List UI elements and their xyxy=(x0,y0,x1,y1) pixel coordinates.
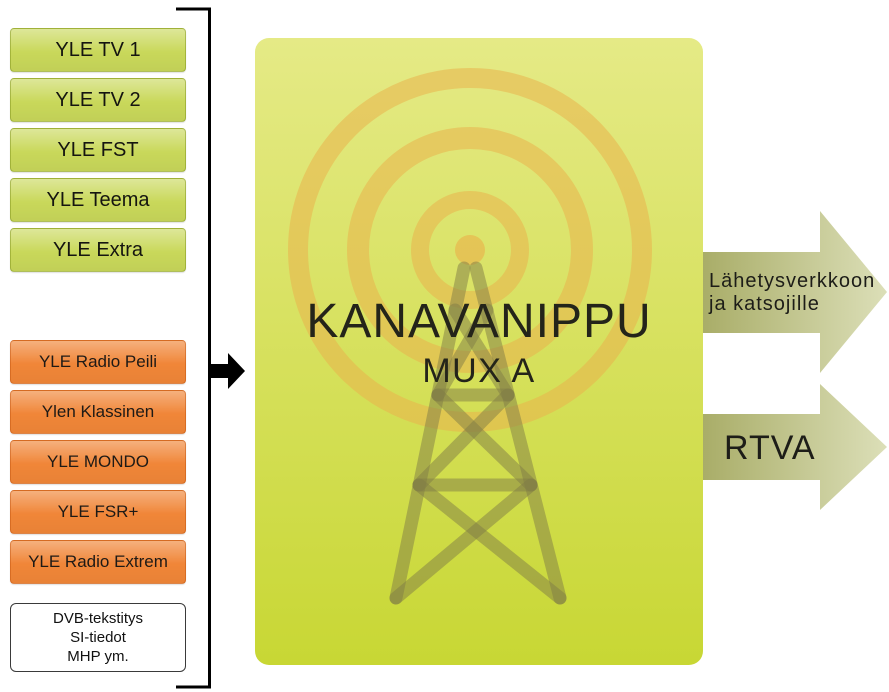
radio-channel-list: YLE Radio Peili Ylen Klassinen YLE MONDO… xyxy=(10,340,186,584)
input-bracket xyxy=(176,7,211,689)
radio-channel-box: YLE MONDO xyxy=(10,440,186,484)
multiplex-title: KANAVANIPPU xyxy=(306,295,652,348)
signal-ring-inner xyxy=(411,191,529,309)
output-arrow-broadcast-icon xyxy=(703,211,887,373)
tower-brace xyxy=(448,303,515,402)
data-service-line: DVB-tekstitys xyxy=(52,610,143,627)
tower-brace xyxy=(389,478,538,605)
tv-channel-box: YLE TV 2 xyxy=(10,78,186,122)
tv-channel-box: YLE FST xyxy=(10,128,186,172)
radio-channel-box: YLE FSR+ xyxy=(10,490,186,534)
output-broadcast-label-line: ja katsojille xyxy=(709,293,820,315)
radio-channel-box: Ylen Klassinen xyxy=(10,390,186,434)
output-arrow-rtva-icon xyxy=(703,384,887,510)
tower-brace xyxy=(431,303,494,402)
tower-leg-right xyxy=(469,261,567,605)
input-arrow-icon xyxy=(211,353,245,389)
transmission-tower-icon xyxy=(288,68,652,605)
tower-brace xyxy=(431,388,538,492)
tv-channel-box: YLE Extra xyxy=(10,228,186,272)
antenna-tip xyxy=(455,235,485,265)
radio-channel-box: YLE Radio Peili xyxy=(10,340,186,384)
tower-leg-left xyxy=(389,261,471,605)
output-broadcast-label-line: Lähetysverkkoon xyxy=(709,270,876,292)
tower-lattice xyxy=(389,261,567,605)
output-broadcast-label: Lähetysverkkoon ja katsojille xyxy=(709,270,875,316)
multiplex-subtitle: MUX A xyxy=(422,352,536,390)
radio-channel-box: YLE Radio Extrem xyxy=(10,540,186,584)
tv-channel-box: YLE TV 1 xyxy=(10,28,186,72)
data-service-line: MHP ym. xyxy=(67,648,129,665)
tower-brace xyxy=(412,478,567,605)
signal-ring-middle xyxy=(347,127,593,373)
tower-brace xyxy=(412,388,515,492)
data-service-line: SI-tiedot xyxy=(70,629,126,646)
data-services-box: DVB-tekstitys SI-tiedot MHP ym. xyxy=(10,603,186,672)
output-rtva-label: RTVA xyxy=(724,429,816,467)
tv-channel-box: YLE Teema xyxy=(10,178,186,222)
tv-channel-list: YLE TV 1 YLE TV 2 YLE FST YLE Teema YLE … xyxy=(10,28,186,272)
